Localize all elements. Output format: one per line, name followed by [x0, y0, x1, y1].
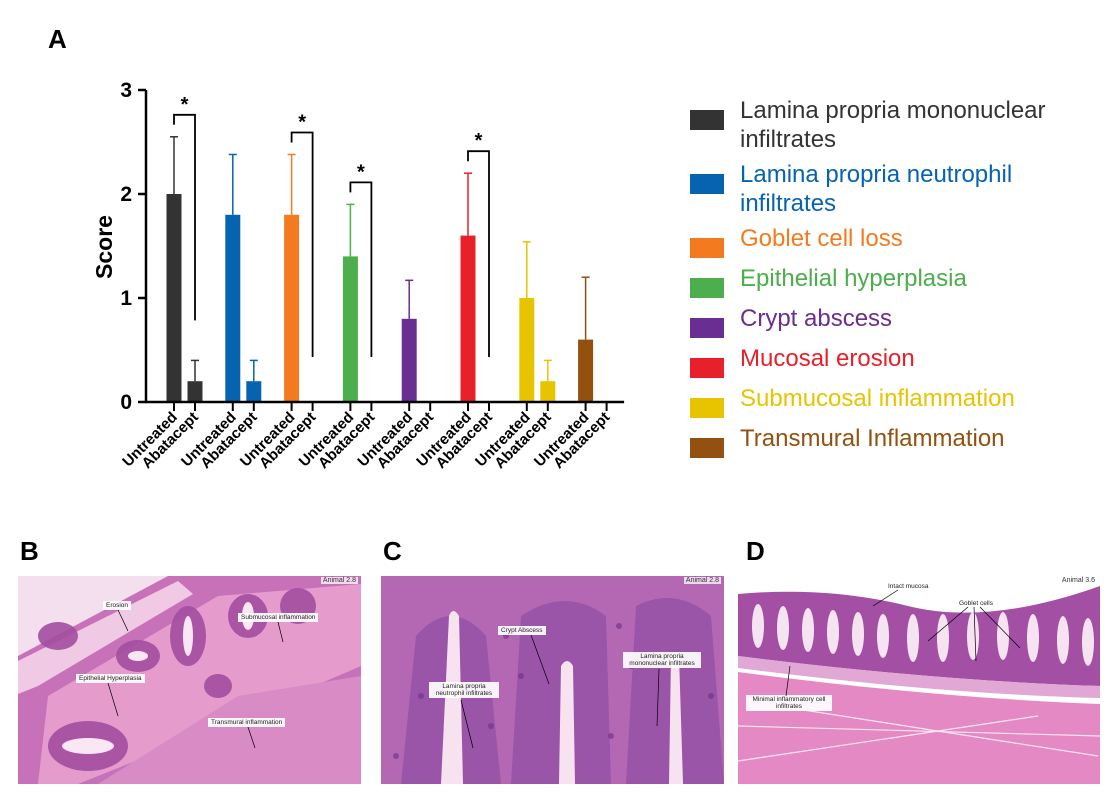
bar-3-0	[342, 256, 358, 402]
legend-label: Submucosal inflammation	[740, 385, 1015, 412]
legend-label: Lamina propria mononuclear infiltrates	[740, 97, 1046, 153]
significance-star-2: *	[298, 111, 306, 133]
legend-item: Goblet cell loss	[690, 224, 1110, 258]
annotation-crypt-abscess: Crypt Abscess	[498, 626, 546, 635]
bar-chart: 0123ScoreUntreatedAbatacept*UntreatedAba…	[91, 79, 625, 472]
bar-1-0	[225, 214, 241, 402]
annotation-lp-mononuclear: Lamina propria mononuclear infiltrates	[623, 652, 701, 668]
annotation-minimal-infiltrates: Minimal inflammatory cell infiltrates	[746, 695, 832, 711]
bar-7-0	[578, 339, 594, 402]
tissue-image-b	[18, 576, 361, 784]
axes-layer	[138, 88, 625, 411]
legend-swatch	[690, 358, 724, 378]
bar-5-0	[460, 235, 476, 402]
bar-2-0	[284, 214, 300, 402]
significance-bracket-5	[467, 150, 490, 357]
legend-swatch	[690, 174, 724, 194]
legend-item: Transmural Inflammation	[690, 424, 1110, 458]
tissue-image-c	[381, 576, 724, 784]
significance-bracket-0	[173, 113, 196, 321]
annotation-submucosal-inflammation: Submucosal inflammation	[238, 613, 319, 622]
legend-item: Submucosal inflammation	[690, 384, 1110, 418]
annotation-goblet-cells: Goblet cells	[956, 599, 996, 608]
y-tick-label-3: 3	[120, 79, 132, 102]
significance-star-0: *	[181, 94, 189, 116]
animal-tag-d: Animal 3.6	[1059, 577, 1097, 584]
annotation-lp-neutrophil: Lamina propria neutrophil infiltrates	[429, 682, 499, 698]
tissue-image-d	[738, 576, 1100, 784]
micrograph-d: Animal 3.6 Intact mucosa Goblet cells Mi…	[738, 576, 1100, 784]
panel-label-b: B	[20, 536, 39, 566]
bar-6-0	[519, 298, 535, 402]
significance-bracket-3	[349, 181, 373, 357]
animal-tag-b: Animal 2.8	[320, 577, 358, 584]
micrograph-b: Animal 2.8 Erosion Submucosal inflammati…	[18, 576, 361, 784]
legend-label: Lamina propria neutrophil infiltrates	[740, 161, 1013, 217]
legend-swatch	[690, 278, 724, 298]
legend-swatch	[690, 438, 724, 458]
legend-label: Crypt abscess	[740, 305, 893, 332]
legend-label: Epithelial hyperplasia	[740, 265, 967, 292]
y-tick-label-1: 1	[120, 287, 132, 310]
bar-1-1	[246, 381, 262, 402]
legend-label: Goblet cell loss	[740, 225, 903, 252]
annotation-transmural-inflammation: Transmural inflammation	[208, 718, 286, 727]
legend-item: Mucosal erosion	[690, 344, 1110, 378]
legend-swatch	[690, 318, 724, 338]
legend-label: Transmural Inflammation	[740, 425, 1005, 452]
panel-label-d: D	[746, 536, 765, 566]
legend-item: Crypt abscess	[690, 304, 1110, 338]
annotation-intact-mucosa: Intact mucosa	[885, 582, 932, 591]
significance-star-3: *	[357, 161, 365, 183]
y-tick-label-2: 2	[120, 183, 132, 206]
y-tick-label-0: 0	[120, 391, 132, 414]
significance-star-5: *	[475, 130, 483, 152]
legend-label: Mucosal erosion	[740, 345, 915, 372]
animal-tag-c: Animal 2.8	[683, 577, 721, 584]
annotation-erosion: Erosion	[103, 601, 132, 610]
y-axis-label: Score	[91, 215, 117, 279]
legend-item: Lamina propria neutrophil infiltrates	[690, 160, 1110, 218]
bar-4-0	[401, 318, 417, 402]
bars-layer	[166, 136, 594, 402]
legend-item: Lamina propria mononuclear infiltrates	[690, 96, 1110, 154]
bar-6-1	[540, 381, 556, 402]
bar-0-0	[166, 194, 182, 402]
legend-swatch	[690, 238, 724, 258]
bar-0-1	[187, 381, 203, 402]
legend-item: Epithelial hyperplasia	[690, 264, 1110, 298]
micrograph-c: Animal 2.8 Crypt Abscess Lamina propria …	[381, 576, 724, 784]
annotation-epithelial-hyperplasia: Epithelial Hyperplasia	[76, 674, 145, 683]
panel-label-a: A	[48, 24, 67, 54]
significance-bracket-2	[290, 131, 314, 357]
legend-swatch	[690, 398, 724, 418]
panel-label-c: C	[383, 536, 402, 566]
legend-swatch	[690, 110, 724, 130]
